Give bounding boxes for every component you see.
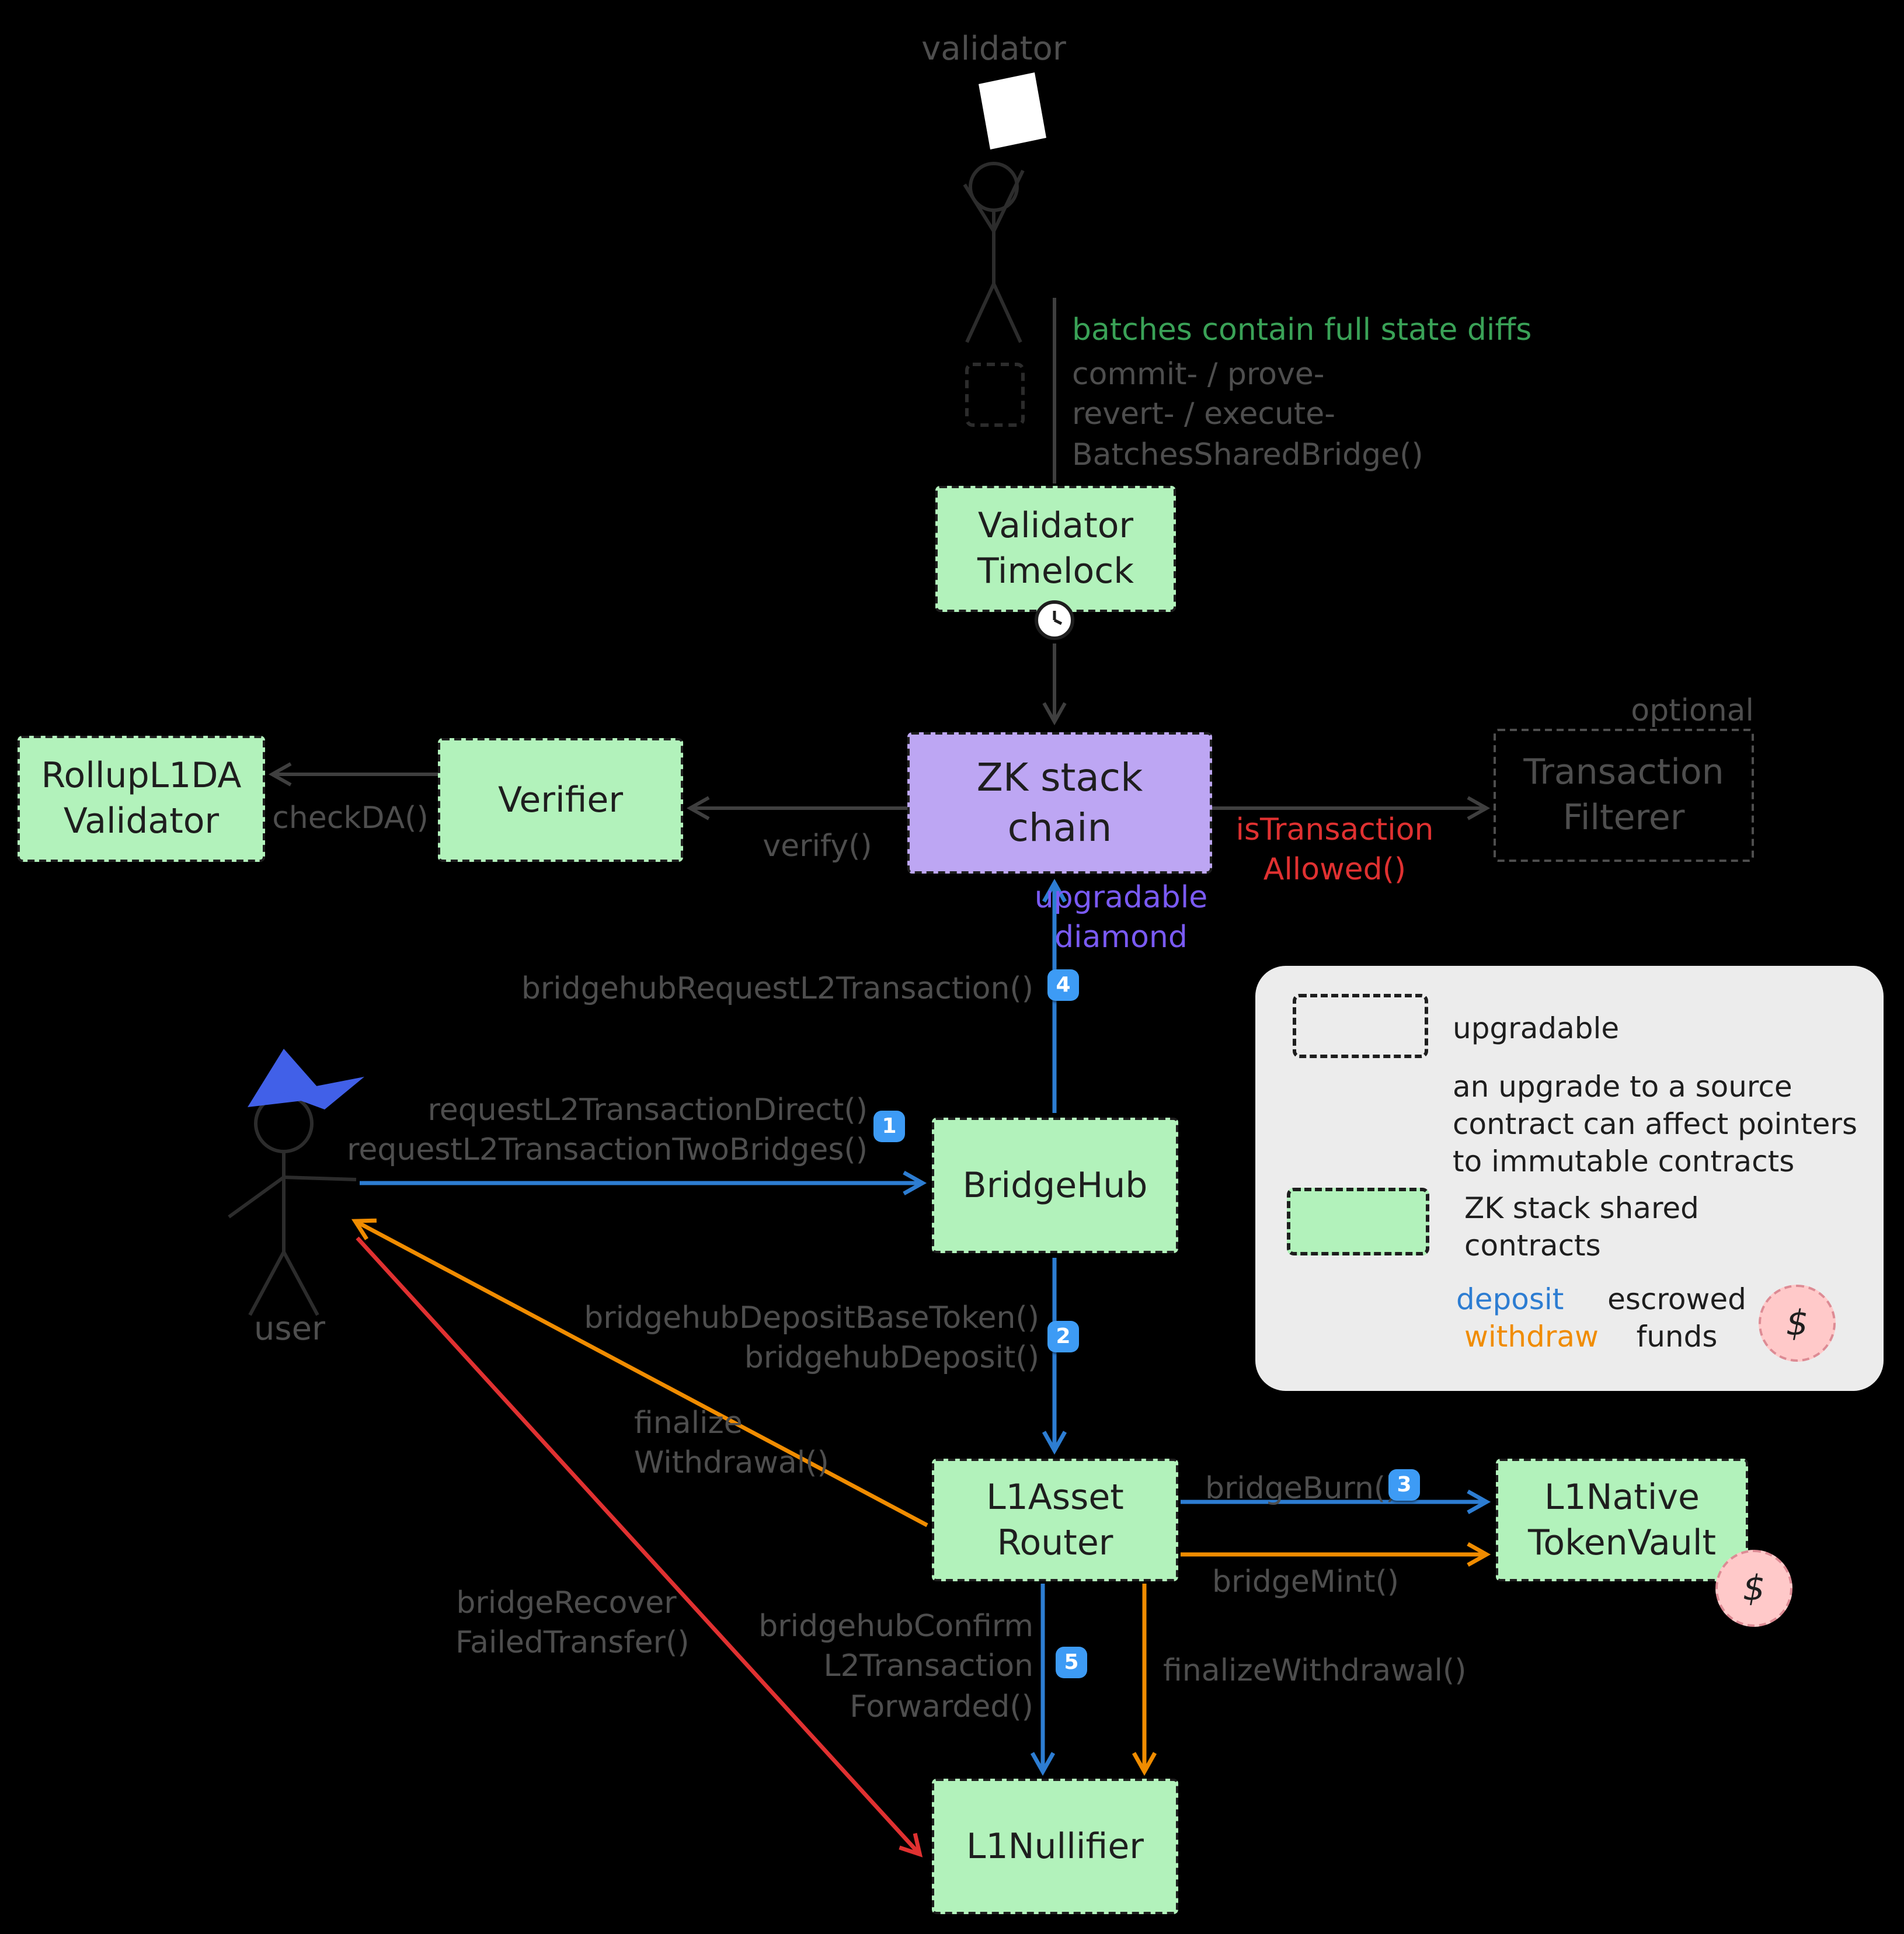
legend: upgradable an upgrade to a source contra…: [1255, 966, 1884, 1391]
arrow-router-to-user-finalize: [351, 1218, 928, 1528]
node-validator-timelock: Validator Timelock: [935, 486, 1176, 612]
badge-step-2: 2: [1047, 1321, 1079, 1352]
optional-label: optional: [1631, 694, 1754, 729]
checkda-label: checkDA(): [272, 801, 429, 836]
verify-label: verify(): [763, 829, 872, 864]
node-transaction-filterer: Transaction Filterer: [1494, 729, 1754, 862]
node-bridgehub: BridgeHub: [932, 1118, 1178, 1253]
legend-upgradable-swatch: [1293, 994, 1428, 1058]
legend-escrowed-label: escrowed funds: [1607, 1282, 1746, 1354]
legend-shared-label: ZK stack shared contracts: [1464, 1191, 1699, 1262]
arrow-user-to-nullifier-recover: [356, 1236, 923, 1858]
escrowed-funds-icon: $: [1715, 1550, 1792, 1627]
legend-upgrade-note: an upgrade to a source contract can affe…: [1453, 1070, 1857, 1178]
node-l1-native-token-vault: L1Native TokenVault: [1496, 1459, 1748, 1581]
node-l1-asset-router: L1Asset Router: [932, 1459, 1178, 1581]
validator-label: validator: [921, 29, 1066, 68]
badge-step-3: 3: [1388, 1469, 1420, 1501]
bridgehub-confirm-label: bridgehubConfirm L2Transaction Forwarded…: [758, 1609, 1033, 1725]
finalize-withdrawal-label: finalizeWithdrawal(): [1163, 1654, 1467, 1689]
node-l1-nullifier: L1Nullifier: [932, 1779, 1178, 1914]
node-zk-stack-chain: ZK stack chain: [907, 732, 1212, 874]
user-figure: [228, 1049, 364, 1316]
legend-shared-swatch: [1287, 1188, 1429, 1255]
legend-upgradable-label: upgradable: [1453, 1011, 1620, 1045]
legend-withdraw-label: withdraw: [1464, 1320, 1599, 1354]
red-arrows: [356, 1236, 923, 1858]
orange-arrows: [351, 1218, 1491, 1776]
flag-icon: [979, 72, 1046, 149]
gray-arrows: [268, 298, 1491, 820]
cap-icon: [248, 1049, 364, 1109]
batches-note-label: batches contain full state diffs: [1072, 313, 1532, 348]
node-verifier: Verifier: [438, 738, 683, 862]
commit-prove-label: commit- / prove- revert- / execute- Batc…: [1072, 357, 1423, 473]
bridge-mint-label: bridgeMint(): [1212, 1565, 1400, 1600]
legend-deposit-label: deposit: [1456, 1282, 1564, 1316]
bridgehub-request-label: bridgehubRequestL2Transaction(): [521, 972, 1033, 1007]
node-rollup-l1da-validator: RollupL1DA Validator: [18, 736, 265, 862]
document-icon: [965, 363, 1025, 427]
clock-icon: [1035, 600, 1074, 640]
request-direct-label: requestL2TransactionDirect() requestL2Tr…: [347, 1093, 868, 1168]
badge-step-5: 5: [1056, 1647, 1087, 1678]
badge-step-4: 4: [1047, 969, 1079, 1001]
user-label: user: [253, 1309, 326, 1348]
legend-escrowed-icon: $: [1759, 1285, 1836, 1362]
bridge-burn-label: bridgeBurn(): [1205, 1472, 1398, 1507]
is-transaction-allowed-label: isTransaction Allowed(): [1235, 813, 1434, 888]
finalize-withdrawal-user-label: finalize Withdrawal(): [634, 1406, 829, 1481]
bridgehub-deposit-label: bridgehubDepositBaseToken() bridgehubDep…: [584, 1301, 1039, 1376]
bridge-recover-label: bridgeRecover FailedTransfer(): [455, 1586, 690, 1661]
upgradable-diamond-label: upgradable diamond: [1034, 881, 1208, 956]
badge-step-1: 1: [873, 1111, 905, 1142]
validator-figure: [963, 72, 1046, 427]
